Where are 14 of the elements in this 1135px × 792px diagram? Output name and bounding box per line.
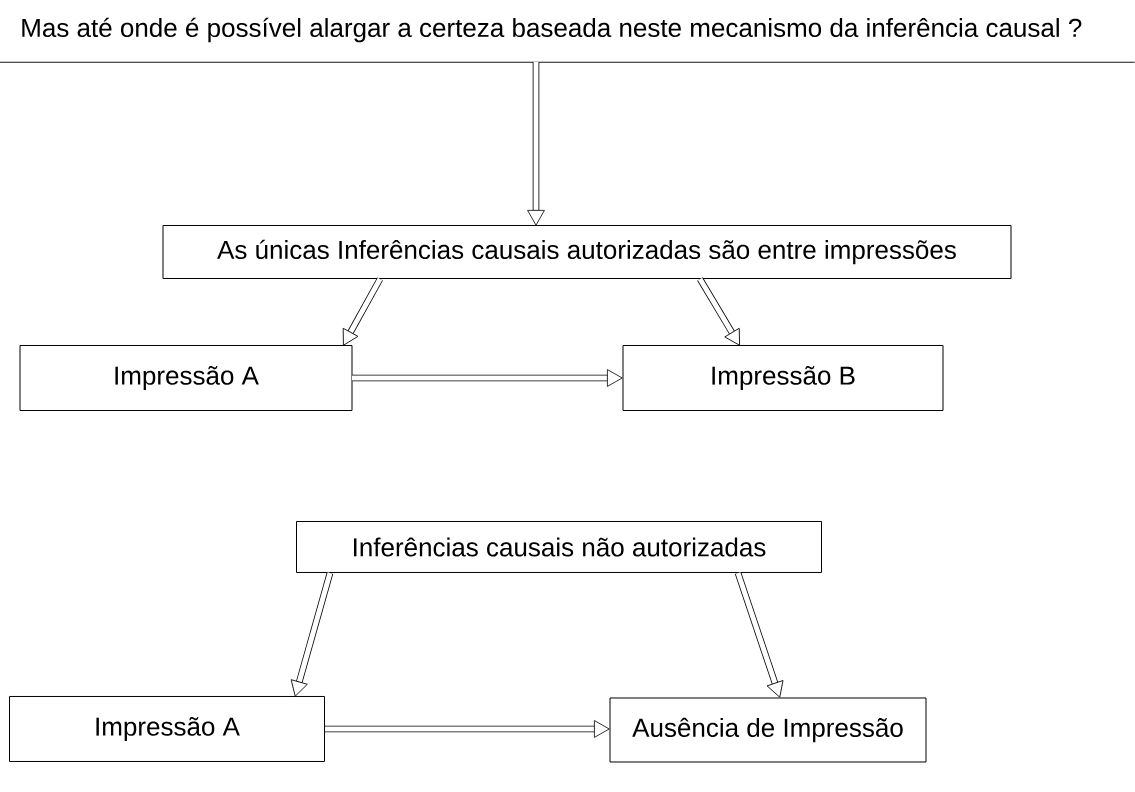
text-box: Impressão A [9,696,325,762]
block-arrow [734,571,784,698]
block-arrow [325,720,610,738]
text-box: Impressão A [19,345,353,411]
question-text: Mas até onde é possível alargar a certeza baseada neste mecanismo da inferência causal ? [0,17,1135,63]
block-arrow [342,277,383,346]
text-box: Ausência de Impressão [609,697,927,763]
block-arrow [352,369,623,387]
text-box: As únicas Inferências causais autorizadas são entre impressões [162,225,1012,279]
block-arrow [290,572,334,697]
text-box: Inferências causais não autorizadas [296,521,822,573]
block-arrow [527,62,545,226]
block-arrow [697,277,740,346]
text-box: Impressão B [622,345,944,411]
